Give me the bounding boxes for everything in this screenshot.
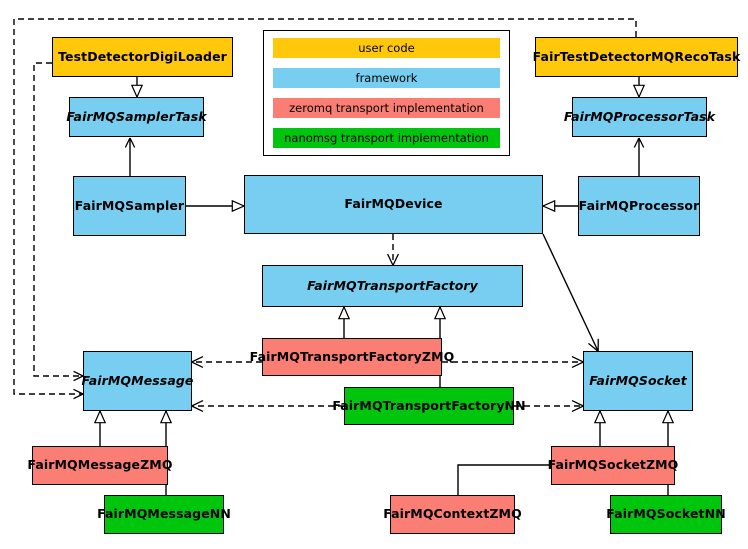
class-label: FairMQSocketNN [606,506,726,522]
class-node-fairmqcontextzmq[interactable]: FairMQContextZMQ [383,495,522,534]
class-node-fairmqsocketzmq[interactable]: FairMQSocketZMQ [548,446,678,485]
legend-label-zeromq: zeromq transport implementation [289,101,484,115]
class-node-fairmqtransportfactory[interactable]: FairMQTransportFactory [262,265,523,307]
class-label: FairMQMessage [81,372,194,388]
class-label: TestDetectorDigiLoader [58,48,227,64]
class-label: FairMQSamplerTask [66,108,207,124]
class-node-fairmqsocket[interactable]: FairMQSocket [583,351,693,411]
edge-recotask-message [13,18,637,400]
class-node-fairtestdetectormqrecotask[interactable]: FairTestDetectorMQRecoTask [532,37,741,77]
class-label: FairMQMessageNN [97,506,231,522]
legend-row-user-code: user code [273,38,500,58]
legend-label-framework: framework [355,71,418,85]
class-node-testdetectordigiloader[interactable]: TestDetectorDigiLoader [52,37,233,77]
class-node-fairmqtransportfactoryzmq[interactable]: FairMQTransportFactoryZMQ [250,338,454,376]
edge-socketzmq-contextzmq [457,465,551,495]
edge-device-socket [542,233,599,353]
class-label: FairMQSocket [589,372,687,388]
class-label: FairMQTransportFactoryNN [332,397,526,413]
class-label: FairTestDetectorMQRecoTask [532,48,741,64]
color-legend: user code framework zeromq transport imp… [263,30,510,156]
class-label: FairMQSampler [74,197,185,213]
class-node-fairmqmessage[interactable]: FairMQMessage [81,351,194,411]
class-node-fairmqmessagezmq[interactable]: FairMQMessageZMQ [27,446,172,485]
class-label: FairMQDevice [344,196,443,212]
legend-row-nanomsg: nanomsg transport implementation [273,128,500,148]
class-label: FairMQTransportFactory [307,277,478,293]
edge-digiloader-message [33,62,84,382]
class-node-fairmqsampler[interactable]: FairMQSampler [73,176,186,236]
legend-label-user-code: user code [358,41,415,55]
class-label: FairMQProcessorTask [563,108,716,124]
class-label: FairMQMessageZMQ [27,457,173,473]
class-node-fairmqprocessortask[interactable]: FairMQProcessorTask [564,97,715,137]
class-label: FairMQTransportFactoryZMQ [249,348,455,364]
legend-label-nanomsg: nanomsg transport implementation [284,131,489,145]
class-node-fairmqdevice[interactable]: FairMQDevice [244,175,543,234]
legend-row-framework: framework [273,68,500,88]
class-node-fairmqprocessor[interactable]: FairMQProcessor [578,176,700,236]
class-label: FairMQSocketZMQ [547,457,679,473]
class-label: FairMQProcessor [578,197,700,213]
class-label: FairMQContextZMQ [383,506,522,522]
class-node-fairmqsocketnn[interactable]: FairMQSocketNN [606,495,726,534]
class-node-fairmqsamplertask[interactable]: FairMQSamplerTask [66,97,207,137]
class-node-fairmqmessagenn[interactable]: FairMQMessageNN [97,495,231,534]
class-node-fairmqtransportfactorynn[interactable]: FairMQTransportFactoryNN [332,387,526,425]
legend-row-zeromq: zeromq transport implementation [273,98,500,118]
